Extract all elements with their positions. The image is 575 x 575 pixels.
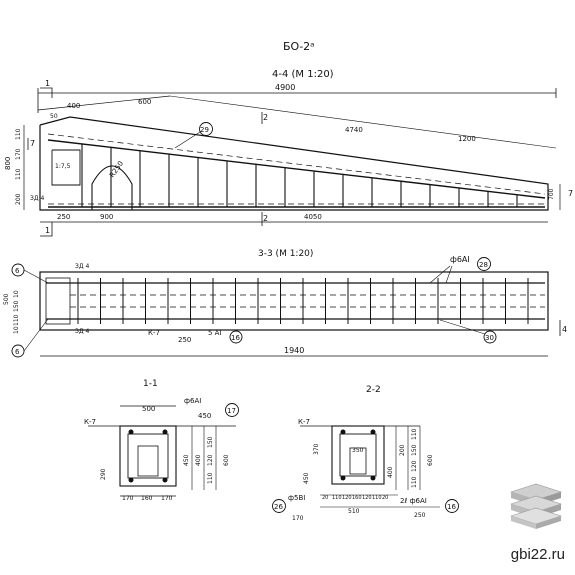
dim-250-plan: 250 xyxy=(178,336,191,344)
left-col-33-2: 150 xyxy=(13,300,20,312)
s22-k7: К-7 xyxy=(298,418,310,426)
s22-b0: 170 xyxy=(292,515,304,522)
s22-rebar-right: 2ℓ ф6АI xyxy=(400,497,427,505)
s11-b0: 170 xyxy=(122,495,134,502)
left-col-0: 200 xyxy=(15,193,22,205)
s22-item-16: 16 xyxy=(447,503,456,511)
s11-d500: 500 xyxy=(142,405,155,413)
dim-900: 900 xyxy=(100,213,113,221)
dim-250: 250 xyxy=(57,213,70,221)
left-col-2: 170 xyxy=(15,148,22,160)
section-33-title: 3-3 (М 1:20) xyxy=(258,249,313,259)
section-44-title: 4-4 (М 1:20) xyxy=(272,69,334,80)
mark-4: 4 xyxy=(562,325,567,334)
left-col-33-1: 10 xyxy=(13,290,20,298)
dim-1-75: 1:7,5 xyxy=(55,163,71,170)
section-22-view: К-7 350 370 450 110 150 120 110 200 600 … xyxy=(272,418,459,522)
s11-d450: 450 xyxy=(198,412,211,420)
s22-bt3: 160 xyxy=(352,495,362,501)
dim-1200: 1200 xyxy=(458,135,476,143)
s11-r4: 450 xyxy=(183,454,190,466)
s11-b1: 160 xyxy=(141,495,153,502)
section-44-view: 4900 1 400 600 50 2 1:7,5 4740 1200 29 xyxy=(4,79,573,237)
item-28: 28 xyxy=(479,261,488,269)
dim-50: 50 xyxy=(50,113,58,120)
s11-b2: 170 xyxy=(161,495,173,502)
s11-d290: 290 xyxy=(100,468,107,480)
mark-7-right: 7 xyxy=(568,189,573,198)
s22-r2: 120 xyxy=(411,460,418,472)
dim-600: 600 xyxy=(138,98,151,106)
s22-b2: 250 xyxy=(414,512,426,519)
s22-bt0: 20 xyxy=(322,495,328,501)
s22-r1: 150 xyxy=(411,444,418,456)
s11-r5: 400 xyxy=(195,454,202,466)
s11-r0: 150 xyxy=(207,436,214,448)
section-11-view: 500 ф6АI 450 17 К-7 290 170 160 170 150 … xyxy=(84,397,239,502)
dim-800: 800 xyxy=(4,157,12,170)
mark-1-top: 1 xyxy=(45,79,50,88)
s22-rebar-left: ф5ВI xyxy=(288,494,305,502)
mark-7-left: 7 xyxy=(30,139,35,148)
s22-r5: 600 xyxy=(427,454,434,466)
rebar-5ai: 5 АI xyxy=(208,329,222,337)
k7-plan: К-7 xyxy=(148,329,160,337)
zd-4-top: ЗД 4 xyxy=(75,263,89,270)
site-watermark: gbi22.ru xyxy=(510,546,565,563)
s22-bt1: 110 xyxy=(332,495,342,501)
s22-d350: 350 xyxy=(352,447,364,454)
s11-k7: К-7 xyxy=(84,418,96,426)
s22-bt2: 120 xyxy=(342,495,352,501)
dim-4050: 4050 xyxy=(304,213,322,221)
s22-r6: 400 xyxy=(387,466,394,478)
item-6-top: 6 xyxy=(15,267,20,275)
section-22-title: 2-2 xyxy=(366,385,381,395)
s11-r3: 600 xyxy=(223,454,230,466)
left-col-1: 110 xyxy=(15,128,22,140)
left-col-33-4: 10 xyxy=(13,326,20,334)
plan-stirrups-group xyxy=(77,278,529,324)
s22-item-26: 26 xyxy=(274,503,283,511)
s22-r3: 110 xyxy=(411,476,418,488)
dim-1940: 1940 xyxy=(284,346,304,355)
dim-400: 400 xyxy=(67,102,80,110)
left-col-33-0: 500 xyxy=(3,293,10,305)
sheet-title: БО-2ᵃ xyxy=(283,40,314,53)
site-logo-icon xyxy=(510,483,562,529)
item-29-circle xyxy=(199,122,213,136)
section-33-view: 6 6 ЗД 4 ЗД 4 500 10 150 110 10 К-7 5 АI… xyxy=(3,255,567,358)
s11-rebar: ф6АI xyxy=(184,397,201,405)
s22-r0: 110 xyxy=(411,428,418,440)
zd-4-label: ЗД 4 xyxy=(30,195,44,202)
item-29: 29 xyxy=(200,126,209,134)
s11-r1: 120 xyxy=(207,454,214,466)
stirrups-group xyxy=(81,143,518,207)
s11-r2: 110 xyxy=(207,472,214,484)
s22-d370: 370 xyxy=(313,443,320,455)
s11-item-17: 17 xyxy=(227,407,236,415)
dim-700: 700 xyxy=(548,188,555,200)
s22-r4: 200 xyxy=(399,444,406,456)
mark-2-top: 2 xyxy=(263,113,268,122)
item-6-bot: 6 xyxy=(15,348,20,356)
mark-2-bot: 2 xyxy=(263,214,268,223)
item-30: 30 xyxy=(485,334,494,342)
left-col-33-3: 110 xyxy=(13,314,20,326)
section-11-title: 1-1 xyxy=(143,379,158,389)
rebar-top-6ai: ф6АI xyxy=(450,255,470,264)
s22-bt4: 120 xyxy=(362,495,372,501)
mark-1-bot: 1 xyxy=(45,226,50,235)
left-col-3: 110 xyxy=(15,168,22,180)
s22-d450: 450 xyxy=(303,472,310,484)
s22-bt5: 110 xyxy=(372,495,382,501)
dim-4740: 4740 xyxy=(345,126,363,134)
item-16-plan: 16 xyxy=(231,334,240,342)
dim-overall: 4900 xyxy=(275,83,295,92)
s22-b1: 510 xyxy=(348,508,360,515)
s22-bt6: 20 xyxy=(382,495,388,501)
zd-4-bot: ЗД 4 xyxy=(75,328,89,335)
